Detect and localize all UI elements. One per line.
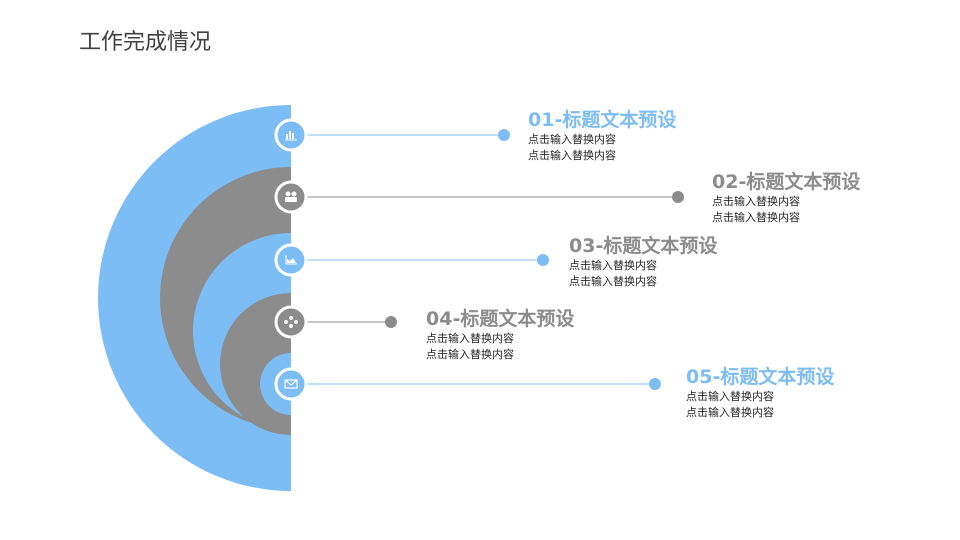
item-3-line-1: 点击输入替换内容: [569, 259, 657, 272]
item-5-text: 05-标题文本预设 点击输入替换内容 点击输入替换内容: [686, 365, 834, 421]
item-3-dot: [537, 254, 549, 266]
item-4-text: 04-标题文本预设 点击输入替换内容 点击输入替换内容: [426, 307, 574, 363]
item-5-line-2: 点击输入替换内容: [686, 406, 774, 419]
item-4-heading: 04-标题文本预设: [426, 308, 575, 330]
item-2-text: 02-标题文本预设 点击输入替换内容 点击输入替换内容: [712, 170, 860, 226]
item-3-text: 03-标题文本预设 点击输入替换内容 点击输入替换内容: [569, 234, 717, 290]
team-icon: [285, 191, 297, 202]
item-3-heading: 03-标题文本预设: [569, 235, 718, 257]
bar-chart-icon: [285, 131, 297, 141]
item-5-line-1: 点击输入替换内容: [686, 390, 774, 403]
item-5-icon-circle: [274, 367, 308, 401]
item-4-line-1: 点击输入替换内容: [426, 332, 514, 345]
item-3-line-2: 点击输入替换内容: [569, 275, 657, 288]
item-2-line-2: 点击输入替换内容: [712, 211, 800, 224]
item-4-line-2: 点击输入替换内容: [426, 348, 514, 361]
page-title: 工作完成情况: [79, 30, 212, 55]
item-4-dot: [385, 316, 397, 328]
item-1-heading: 01-标题文本预设: [528, 109, 677, 131]
envelope-icon: [284, 379, 298, 389]
item-1-line-1: 点击输入替换内容: [528, 133, 616, 146]
item-2-line-1: 点击输入替换内容: [712, 195, 800, 208]
item-5-heading: 05-标题文本预设: [686, 366, 835, 388]
item-2-dot: [672, 191, 684, 203]
item-2-heading: 02-标题文本预设: [712, 171, 861, 193]
item-1-dot: [498, 129, 510, 141]
people-network-icon: [284, 316, 298, 328]
item-5-dot: [649, 378, 661, 390]
item-4-icon-circle: [274, 305, 308, 339]
item-1-text: 01-标题文本预设 点击输入替换内容 点击输入替换内容: [528, 108, 676, 164]
area-chart-icon: [285, 255, 297, 265]
item-1-line-2: 点击输入替换内容: [528, 149, 616, 162]
